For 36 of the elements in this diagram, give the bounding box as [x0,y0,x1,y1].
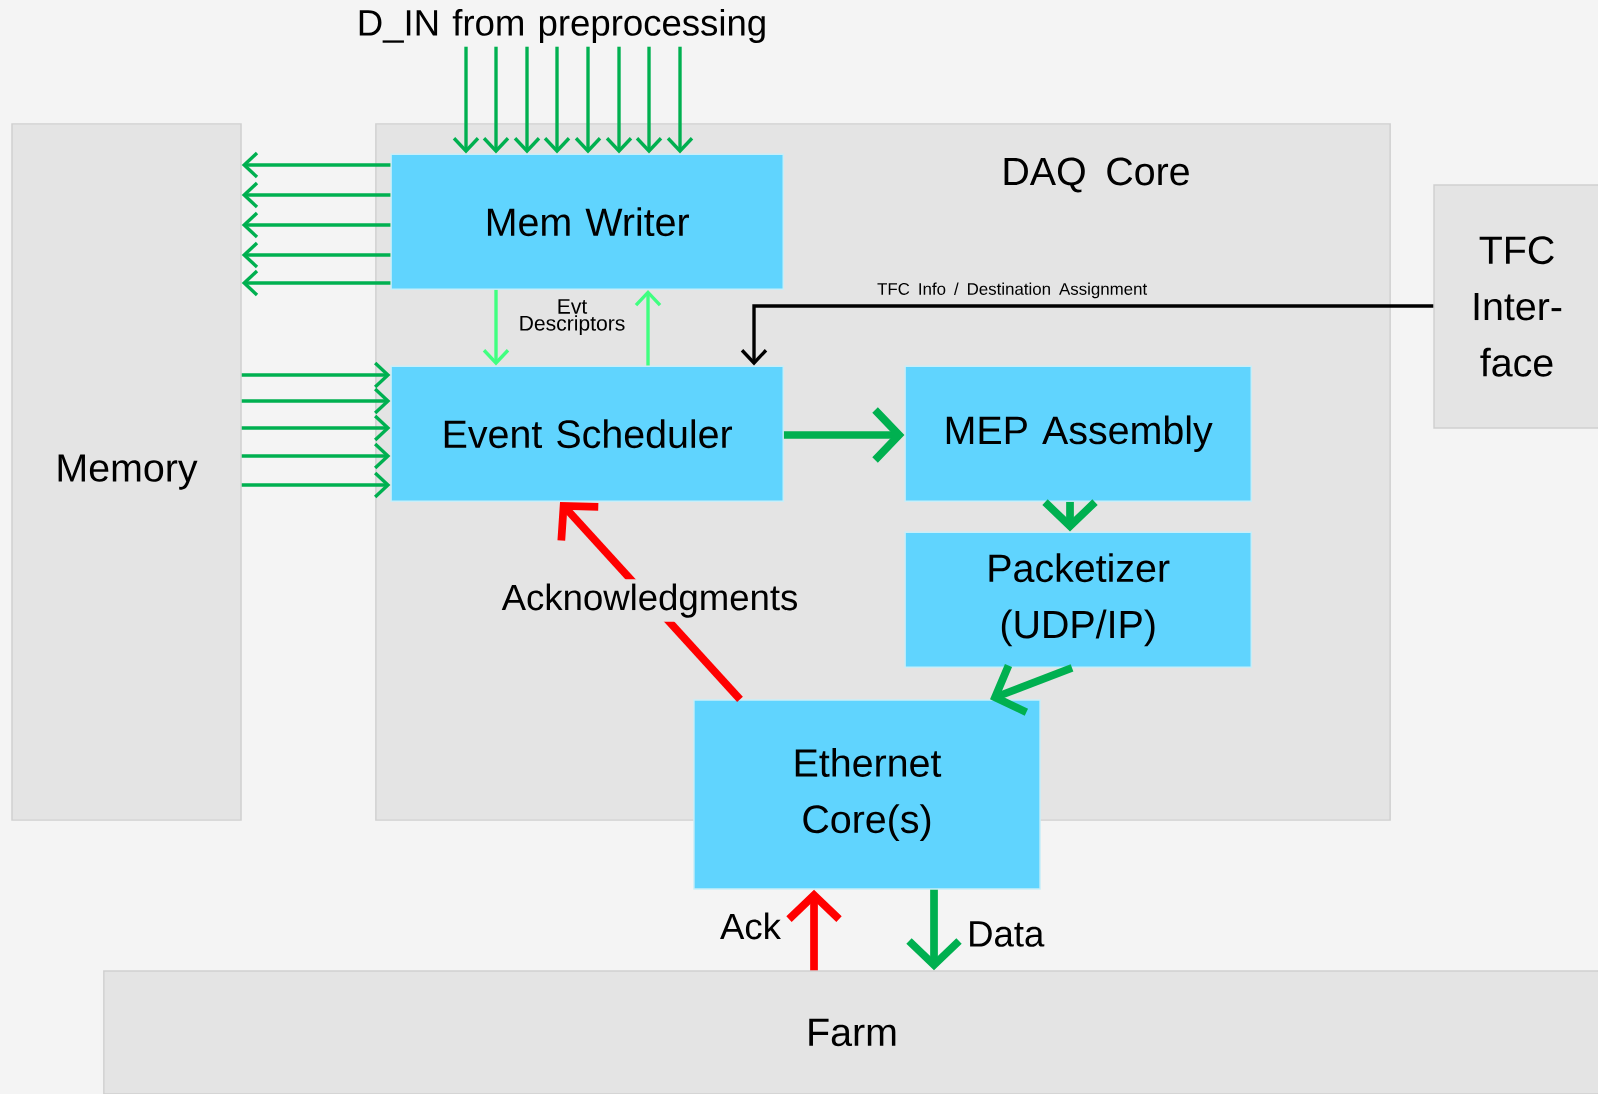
arrow [241,442,391,470]
edge-label: TFC Info / Destination Assignment [877,282,1148,299]
arrow [513,46,541,154]
arrow [605,46,633,154]
arrow [543,46,571,154]
process-box: MEP Assembly [904,365,1252,502]
arrow [783,407,905,463]
text-label: Evt Descriptors [520,299,625,335]
arrow [241,211,391,239]
arrow [241,471,391,499]
heading-text: D_IN from preprocessing [359,8,765,44]
process-box: Packetizer (UDP/IP) [904,531,1252,668]
arrow [241,181,391,209]
arrow [482,46,510,154]
arrow [241,151,391,179]
arrow [241,414,391,442]
process-box: Event Scheduler [390,365,784,502]
arrow [634,289,662,366]
arrow [241,387,391,415]
arrow [241,269,391,297]
process-box: Mem Writer [390,153,784,290]
arrow [574,46,602,154]
memory-block: Memory [11,123,242,821]
arrow [666,46,694,154]
farm-block: Farm [103,970,1598,1094]
arrow [740,304,1434,366]
arrow [241,241,391,269]
arrow [635,46,663,154]
arrow [452,46,480,154]
edge-label: Acknowledgments [497,579,803,622]
edge-label: Ack [720,912,781,940]
arrow [482,289,510,366]
edge-label: Data [970,921,1045,947]
process-box: Ethernet Core(s) [693,699,1041,890]
arrow [241,361,391,389]
interface-block: TFC Inter- face [1433,184,1598,429]
